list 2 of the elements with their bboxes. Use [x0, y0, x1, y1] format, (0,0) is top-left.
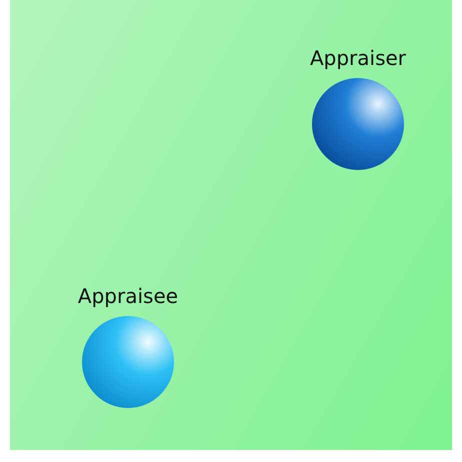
node-label: Appraisee — [78, 284, 178, 308]
node-label: Appraiser — [310, 46, 406, 70]
